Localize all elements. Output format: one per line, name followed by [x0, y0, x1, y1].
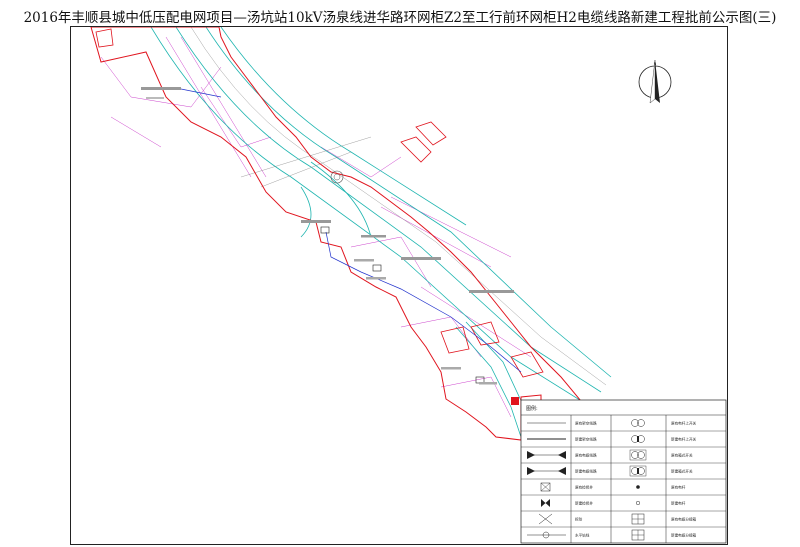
legend-right-label: 原有箱式开关 — [671, 452, 693, 457]
north-arrow: N — [638, 59, 672, 104]
legend-symbol — [636, 485, 640, 489]
legend-symbol — [631, 435, 645, 443]
legend-symbol — [538, 513, 553, 525]
equipment-symbols — [320, 170, 485, 384]
road-centerlines — [190, 27, 607, 386]
legend-right-label: 原有电缆分接箱 — [671, 516, 697, 521]
boundary-blocks — [95, 28, 544, 378]
road-edges — [150, 27, 612, 438]
legend-symbol — [631, 419, 645, 427]
legend-right-label: 新建箱式开关 — [671, 468, 693, 473]
legend-right-label: 新建电杆 — [671, 500, 686, 505]
parcel-lines — [100, 36, 532, 418]
legend-symbol — [527, 467, 566, 475]
legend-symbol — [527, 531, 566, 539]
legend-symbol — [635, 500, 641, 506]
legend-symbol — [540, 482, 551, 492]
legend-symbol — [527, 451, 566, 459]
legend-symbol — [629, 449, 647, 461]
north-label: N — [654, 62, 657, 66]
legend-left-label: 原有检修井 — [575, 484, 593, 489]
legend-symbol — [631, 529, 645, 541]
legend-left-label: 水平钻线 — [575, 532, 590, 537]
legend-left-label: 新建检修井 — [575, 500, 593, 505]
site-plan-map: N 图例: 原有架空线路原有电杆上开关新建架空线路新建电杆上开关原有电缆线路原有… — [90, 27, 727, 544]
legend-symbol — [541, 499, 550, 507]
legend-left-label: 拆除 — [575, 516, 583, 521]
legend-symbol — [631, 513, 645, 525]
legend-right-label: 新建电缆分接箱 — [671, 532, 697, 537]
drawing-sheet: N 图例: 原有架空线路原有电杆上开关新建架空线路新建电杆上开关原有电缆线路原有… — [70, 26, 728, 545]
legend-right-label: 原有电杆 — [671, 484, 686, 489]
legend-left-label: 新建架空线路 — [575, 436, 597, 441]
cable-route — [180, 88, 522, 373]
legend-symbol — [629, 465, 647, 477]
legend-left-label: 原有架空线路 — [575, 420, 597, 425]
legend-left-label: 原有电缆线路 — [575, 452, 597, 457]
legend-right-label: 新建电杆上开关 — [671, 436, 697, 441]
annotation-marks — [141, 87, 519, 405]
legend-left-label: 新建电缆线路 — [575, 468, 597, 473]
drawing-title: 2016年丰顺县城中低压配电网项目—汤坑站10kV汤泉线进华路环网柜Z2至工行前… — [23, 10, 777, 26]
legend-title: 图例: — [526, 405, 538, 412]
legend-right-label: 原有电杆上开关 — [671, 420, 697, 425]
